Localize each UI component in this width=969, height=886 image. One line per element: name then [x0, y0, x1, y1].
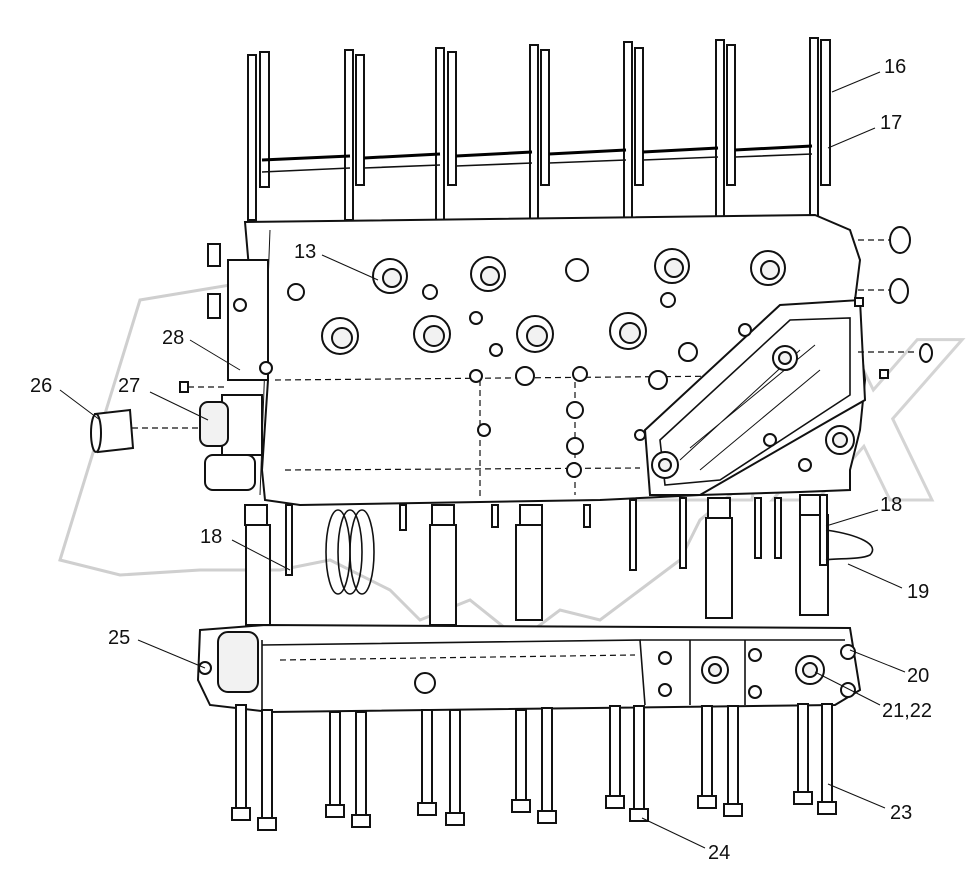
- callout-labels: 16 17 13 28 26 27 18 18 19 25 20 21,22 2…: [30, 56, 932, 864]
- leader-18-left: [231, 539, 291, 571]
- oil-cooler-assembly: [634, 298, 867, 496]
- callout-24: 24: [708, 842, 730, 864]
- leader-23: [827, 783, 886, 809]
- engine-block: [90, 213, 933, 507]
- leader-28: [189, 339, 241, 371]
- head-cross-brackets: [261, 144, 813, 173]
- callout-16: 16: [884, 56, 906, 78]
- leader-lines: [59, 71, 906, 849]
- bedplate-outline: [196, 623, 862, 714]
- leader-17: [827, 127, 876, 149]
- main-bearing-bolts: [244, 494, 874, 626]
- callout-21-22: 21,22: [882, 700, 932, 722]
- leader-18-right: [825, 509, 879, 527]
- callout-23: 23: [890, 802, 912, 824]
- side-plugs-right: [854, 226, 933, 379]
- bedplate: [196, 623, 862, 714]
- left-accessories: [90, 243, 273, 491]
- leader-27: [149, 391, 209, 421]
- stud-group-1: [247, 37, 831, 221]
- callout-13: 13: [294, 241, 316, 263]
- leader-24: [641, 817, 706, 849]
- leader-16: [831, 71, 881, 93]
- callout-18-left: 18: [200, 526, 222, 548]
- callout-20: 20: [907, 665, 929, 687]
- callout-19: 19: [907, 581, 929, 603]
- oval-seals: [325, 509, 375, 595]
- leader-19: [847, 563, 903, 589]
- lower-bolts: [231, 703, 837, 831]
- cylinder-head-studs: [247, 37, 831, 221]
- leader-25: [137, 639, 206, 669]
- block-plugs: [287, 248, 786, 478]
- callout-28: 28: [162, 327, 184, 349]
- callout-18-right: 18: [880, 494, 902, 516]
- callout-27: 27: [118, 375, 140, 397]
- callout-25: 25: [108, 627, 130, 649]
- callout-26: 26: [30, 375, 52, 397]
- leader-13: [321, 254, 379, 281]
- callout-17: 17: [880, 112, 902, 134]
- leader-26: [59, 389, 101, 421]
- leader-20: [849, 649, 906, 673]
- leader-21-22: [814, 671, 881, 706]
